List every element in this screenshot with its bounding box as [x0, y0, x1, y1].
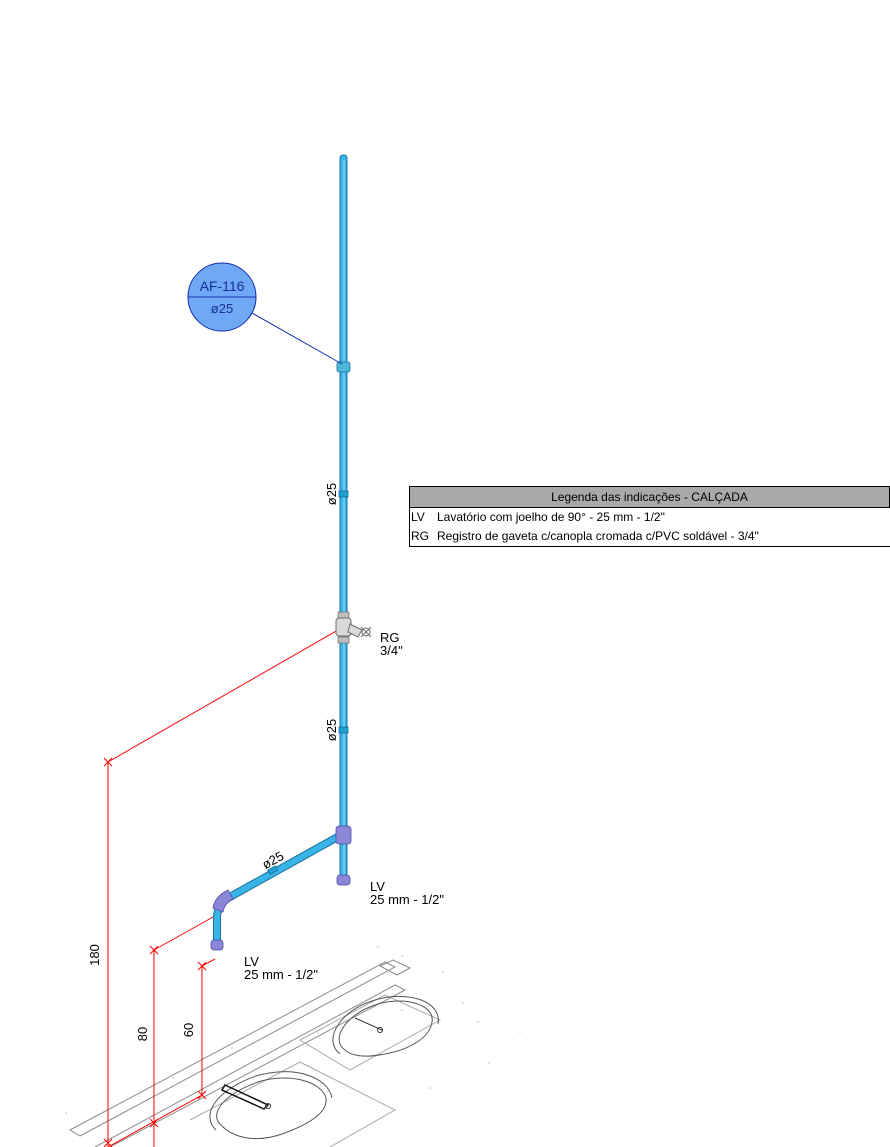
tag-leader-line: [251, 312, 343, 365]
tee-icon: [335, 825, 352, 845]
fixture-code-label: LV: [370, 879, 385, 894]
upper-riser-diameter-label: ø25: [324, 483, 339, 505]
legend-code: RG: [411, 529, 429, 543]
coupling-icon: [336, 361, 351, 373]
gate-valve-icon[interactable]: [335, 617, 372, 638]
legend-text: Lavatório com joelho de 90° - 25 mm - 1/…: [437, 510, 665, 524]
outlet-cap-icon: [210, 939, 224, 951]
tag-diameter: ø25: [211, 301, 233, 316]
elbow-cap-icon: [336, 874, 351, 886]
valve-size-label: 3/4": [380, 643, 403, 658]
valve-code-label: RG: [380, 630, 400, 645]
pipe-tag[interactable]: AF-116 ø25: [187, 262, 343, 365]
fixture-code-label: LV: [244, 954, 259, 969]
legend-title: Legenda das indicações - CALÇADA: [409, 486, 890, 508]
dimension-outlet-height: 60: [181, 1023, 196, 1037]
dimension-lines: [103, 621, 350, 1147]
legend-row: LV Lavatório com joelho de 90° - 25 mm - …: [409, 508, 890, 527]
legend-table: Legenda das indicações - CALÇADA LV Lavat…: [409, 486, 890, 547]
sink-outlines: [65, 946, 521, 1147]
elbow-icon: [212, 889, 234, 913]
fixture-size-label: 25 mm - 1/2": [244, 967, 318, 982]
lower-riser-diameter-label: ø25: [324, 719, 339, 741]
legend-code: LV: [411, 510, 425, 524]
legend-text: Registro de gaveta c/canopla cromada c/P…: [437, 529, 759, 543]
tag-code: AF-116: [200, 278, 245, 294]
dimension-branch-height: 80: [135, 1027, 150, 1041]
fittings: [210, 361, 352, 951]
fixture-size-label: 25 mm - 1/2": [370, 892, 444, 907]
dimension-rg-height: 180: [87, 944, 102, 966]
legend-row: RG Registro de gaveta c/canopla cromada c…: [409, 527, 890, 547]
